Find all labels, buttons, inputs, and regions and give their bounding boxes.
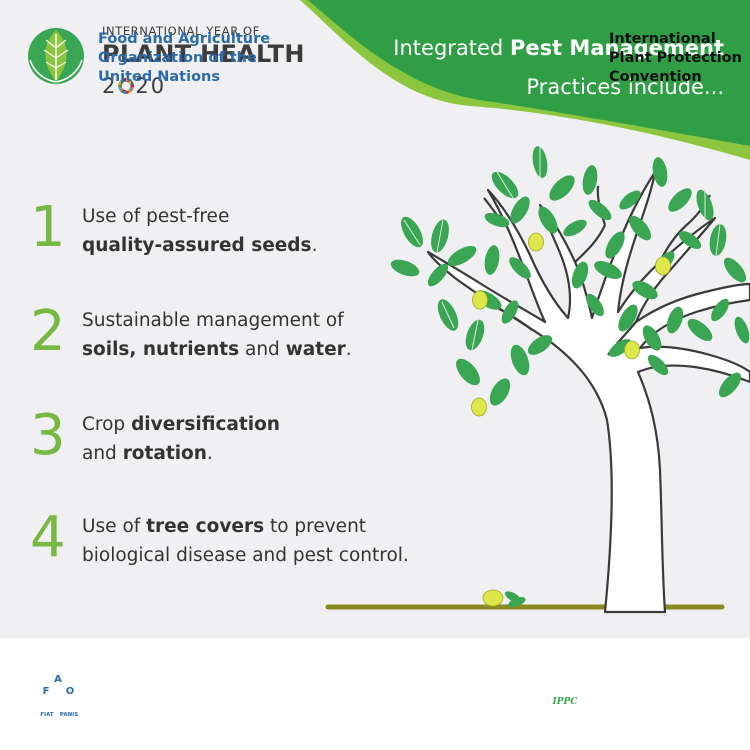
practice-punct: .	[345, 339, 352, 360]
practice-punct: .	[206, 443, 213, 464]
practice-line: biological disease and pest control.	[82, 545, 409, 566]
practice-bold: water	[285, 339, 346, 360]
sdg-ring-icon	[118, 78, 135, 94]
footer-bar	[0, 638, 750, 750]
fao-name-line: Organization of the	[98, 50, 257, 66]
leaf-veins	[403, 146, 721, 351]
fao-name-line: Food and Agriculture	[98, 31, 271, 47]
logo-year-digit-1: 2	[102, 74, 118, 98]
banner-heading-line2: Practices include...	[526, 75, 724, 99]
logo-year-digit-4: 0	[150, 74, 167, 98]
ippc-name-line: Convention	[609, 69, 702, 85]
practice-number: 4	[30, 505, 66, 570]
fao-name-line: United Nations	[98, 69, 220, 85]
practice-line: Use of	[82, 516, 147, 537]
practice-line: Sustainable management of	[82, 310, 344, 331]
practice-line: and	[82, 443, 123, 464]
practice-text: Crop diversification and rotation.	[82, 410, 280, 468]
iyph-emblem-icon	[28, 28, 84, 84]
tree-illustration	[426, 170, 750, 614]
practice-number: 2	[30, 299, 66, 364]
practice-bold: rotation	[122, 443, 207, 464]
practice-number: 1	[30, 195, 66, 260]
ippc-name-line: International	[609, 31, 716, 47]
ippc-name: International Plant Protection Conventio…	[609, 30, 742, 87]
practice-punct: .	[311, 235, 318, 256]
banner-heading-bold: Pest Management	[509, 36, 724, 60]
practice-line: Use of pest-free	[82, 206, 230, 227]
practice-text: Use of tree covers to prevent biological…	[82, 512, 409, 570]
tree-fruits	[471, 232, 671, 607]
banner-green-shape	[308, 0, 750, 146]
ippc-name-line: Plant Protection	[609, 50, 742, 66]
practice-bold: diversification	[131, 414, 280, 435]
practice-bold: soils, nutrients	[82, 339, 240, 360]
practice-line: and	[239, 339, 286, 360]
practice-bold: quality-assured seeds	[82, 235, 312, 256]
banner-heading-line1: Integrated Pest Management	[393, 36, 724, 60]
practice-line: Crop	[82, 414, 132, 435]
logo-year-digit-3: 2	[135, 74, 151, 98]
practice-number: 3	[30, 403, 66, 468]
logo-subtitle: INTERNATIONAL YEAR OF	[102, 24, 260, 38]
practice-text: Use of pest-free quality-assured seeds.	[82, 202, 317, 260]
banner-heading-normal: Integrated	[393, 36, 510, 60]
practice-line: to prevent	[264, 516, 367, 537]
fao-name: Food and Agriculture Organization of the…	[98, 30, 270, 87]
logo-title: PLANT HEALTH	[102, 40, 305, 68]
practice-bold: tree covers	[146, 516, 265, 537]
practice-text: Sustainable management of soils, nutrien…	[82, 306, 352, 364]
